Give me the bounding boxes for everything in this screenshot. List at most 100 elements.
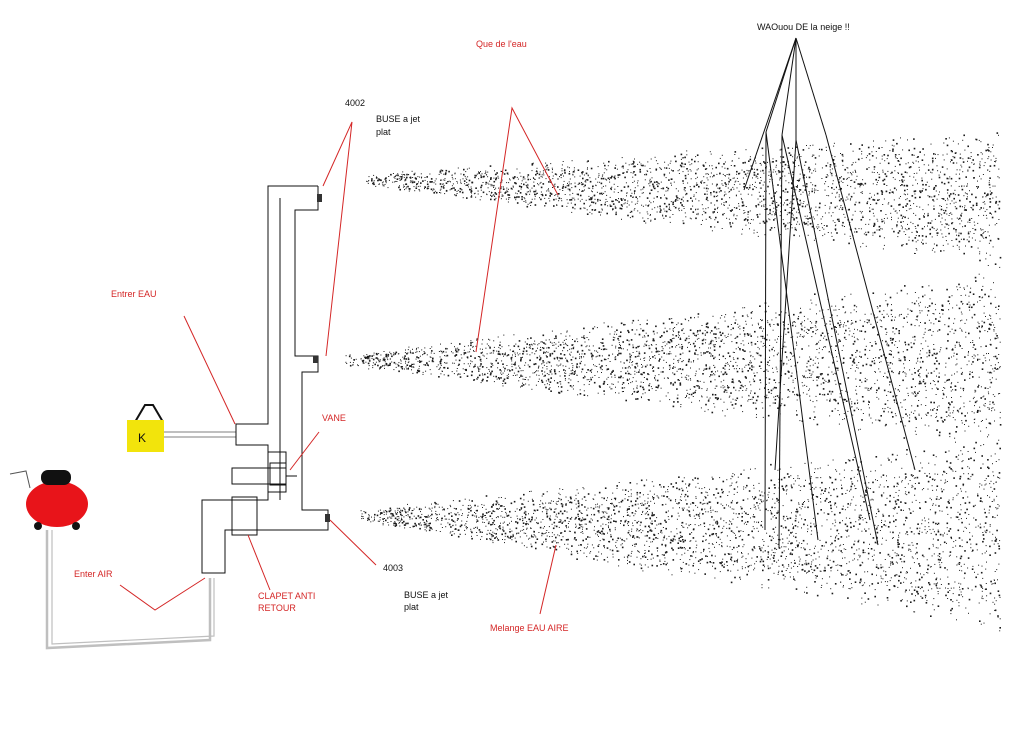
spray-dot (905, 194, 906, 196)
spray-dot (916, 405, 919, 407)
spray-dot (842, 221, 844, 224)
spray-dot (682, 200, 684, 202)
spray-dot (800, 323, 802, 325)
spray-dot (677, 322, 679, 324)
spray-dot (380, 366, 382, 368)
spray-dot (647, 161, 649, 163)
spray-dot (849, 172, 851, 174)
spray-dot (559, 375, 561, 377)
spray-dot (784, 225, 786, 228)
spray-dot (711, 183, 713, 185)
spray-dot (707, 409, 709, 411)
spray-dot (515, 199, 517, 201)
spray-dot (954, 346, 956, 348)
spray-dot (763, 222, 766, 224)
spray-dot (412, 177, 414, 178)
spray-dot (742, 228, 743, 230)
spray-dot (959, 327, 961, 329)
spray-dot (494, 192, 497, 194)
spray-dot (806, 328, 808, 330)
spray-dot (736, 187, 738, 189)
spray-dot (834, 222, 836, 223)
spray-dot (983, 305, 985, 307)
spray-dot (633, 162, 635, 164)
spray-dot (856, 407, 858, 409)
spray-dot (878, 398, 880, 400)
spray-dot (640, 396, 642, 398)
spray-dot (486, 193, 488, 195)
spray-dot (936, 165, 938, 167)
spray-dot (977, 386, 979, 388)
spray-dot (407, 358, 410, 361)
spray-dot (378, 359, 379, 361)
spray-dot (629, 353, 631, 355)
spray-dot (723, 391, 726, 393)
spray-dot (942, 236, 944, 238)
spray-dot (964, 192, 966, 194)
spray-dot (827, 381, 829, 383)
spray-dot (666, 186, 668, 188)
spray-dot (395, 175, 397, 177)
spray-dot (960, 396, 962, 398)
spray-dot (855, 378, 857, 380)
spray-dot (698, 185, 700, 188)
spray-dot (570, 370, 572, 372)
spray-dot (606, 179, 608, 181)
spray-dot (864, 313, 866, 315)
spray-dot (898, 154, 900, 155)
spray-dot (604, 178, 606, 180)
spray-dot (903, 317, 905, 319)
spray-dot (873, 360, 875, 362)
spray-dot (473, 351, 475, 352)
spray-dot (533, 178, 535, 179)
spray-dot (989, 187, 991, 189)
spray-dot (662, 350, 664, 352)
spray-dot (799, 420, 801, 422)
spray-dot (898, 315, 900, 317)
spray-dot (614, 188, 616, 190)
spray-dot (842, 164, 844, 166)
spray-dot (773, 396, 775, 398)
spray-dot (966, 319, 968, 321)
spray-dot (622, 341, 624, 343)
spray-dot (607, 376, 609, 378)
spray-dot (838, 341, 839, 343)
spray-dot (956, 162, 958, 164)
spray-dot (853, 309, 855, 311)
spray-dot (891, 339, 894, 341)
spray-dot (371, 357, 373, 359)
spray-dot (545, 386, 547, 389)
spray-dot (924, 213, 925, 215)
spray-dot (609, 204, 611, 206)
spray-dot (720, 190, 722, 192)
spray-dot (751, 344, 753, 346)
spray-dot (594, 326, 596, 328)
spray-dot (858, 362, 860, 363)
spray-dot (460, 181, 462, 183)
spray-dot (655, 379, 657, 381)
spray-dot (708, 216, 711, 218)
spray-dot (739, 208, 741, 210)
spray-dot (440, 172, 442, 174)
spray-dot (730, 225, 732, 228)
spray-dot (588, 195, 590, 197)
spray-dot (709, 176, 711, 178)
spray-dot (550, 193, 553, 195)
spray-dot (920, 357, 922, 359)
spray-dot (868, 404, 869, 406)
spray-dot (537, 381, 539, 382)
spray-dot (633, 165, 635, 167)
spray-dot (760, 170, 762, 172)
spray-dot (637, 182, 638, 184)
spray-dot (877, 220, 879, 222)
spray-dot (625, 182, 627, 184)
spray-dot (550, 377, 552, 379)
spray-dot (764, 190, 765, 192)
spray-dot (571, 344, 573, 346)
spray-dot (481, 379, 484, 382)
spray-dot (898, 340, 900, 342)
spray-dot (857, 329, 858, 331)
spray-dot (615, 199, 617, 201)
spray-dot (733, 213, 735, 215)
spray-dot (413, 363, 415, 365)
